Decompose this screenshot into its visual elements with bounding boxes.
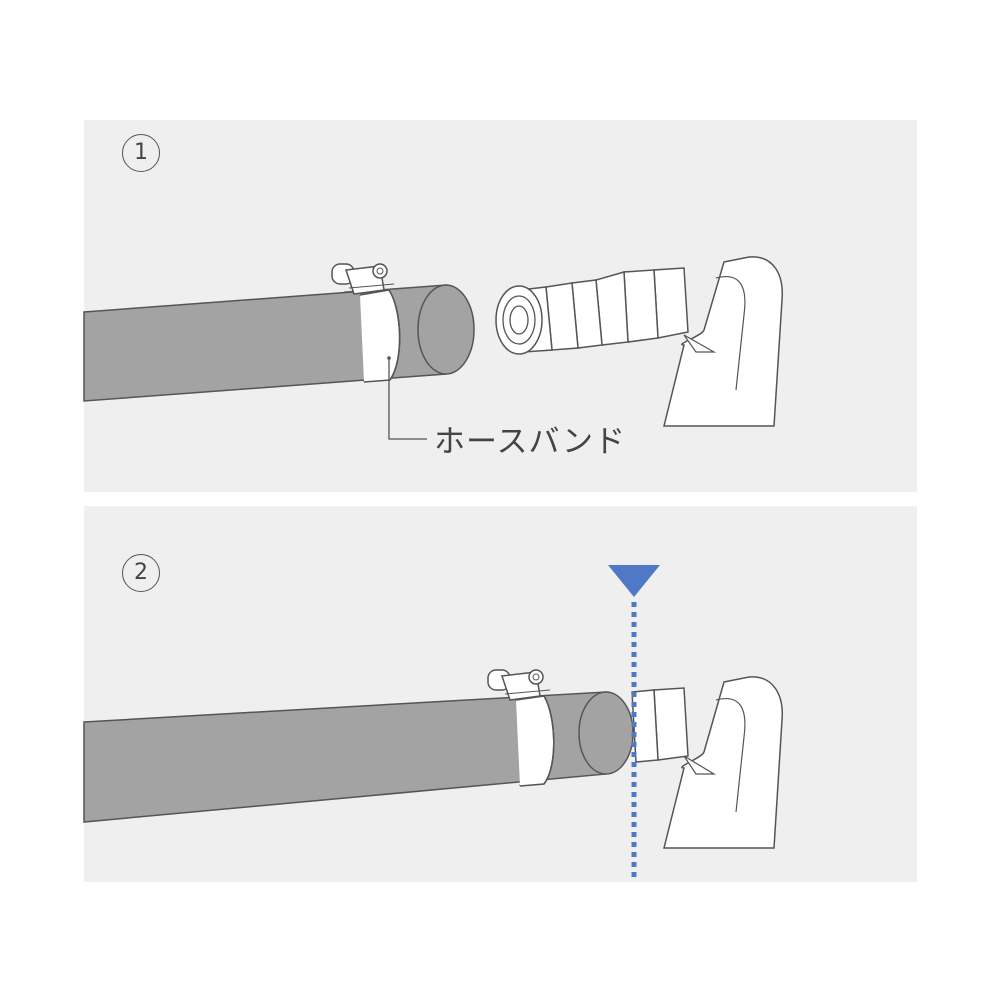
marker-triangle — [608, 565, 660, 597]
hose-band-clamp — [487, 669, 555, 787]
callout-leader — [388, 358, 427, 440]
insertion-depth-marker — [608, 565, 660, 882]
hose-band-callout-label: ホースバンド — [434, 424, 626, 460]
step-1-illustration — [83, 256, 783, 440]
step-1-panel: 1 — [83, 120, 917, 492]
hose — [83, 691, 634, 823]
hose — [83, 284, 475, 402]
barbed-elbow-fitting — [631, 676, 783, 849]
step-1-number: 1 — [122, 134, 160, 172]
step-2-illustration — [83, 565, 783, 882]
step-2-panel: 2 — [83, 506, 917, 882]
hose-band-clamp — [331, 263, 401, 383]
barbed-elbow-fitting — [495, 256, 783, 427]
step-2-number: 2 — [122, 554, 160, 592]
